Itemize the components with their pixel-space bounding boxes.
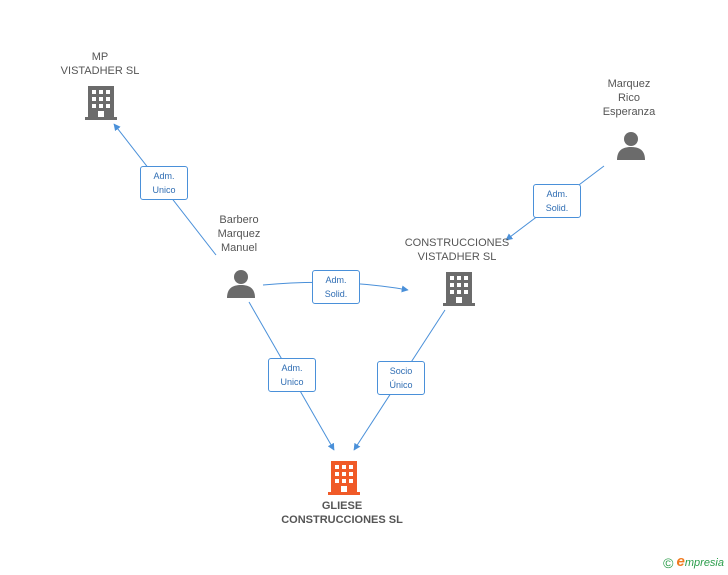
node-label-line: Esperanza	[602, 106, 656, 118]
node-label-gliese[interactable]: GLIESE CONSTRUCCIONES SL	[262, 499, 422, 527]
node-label-line: Marquez	[217, 228, 261, 240]
edge-label-line: Solid.	[324, 289, 348, 299]
node-label-construcciones-vistadher[interactable]: CONSTRUCCIONES VISTADHER SL	[392, 236, 522, 264]
edge-label-line: Socio	[389, 366, 413, 376]
edge-label-line: Unico	[152, 185, 176, 195]
edge-label-line: Adm.	[546, 189, 568, 199]
edge-label-line: Adm.	[325, 275, 347, 285]
edge-label-line: Adm.	[281, 363, 303, 373]
edge-label-barbero-to-gliese: Adm. Unico	[268, 358, 316, 392]
edge-label-line: Adm.	[153, 171, 175, 181]
node-label-line: Barbero	[219, 214, 259, 226]
node-label-line: GLIESE	[321, 500, 363, 512]
node-label-line: CONSTRUCCIONES SL	[281, 514, 403, 526]
main-company-building-icon[interactable]	[328, 459, 360, 495]
edge-label-line: Unico	[280, 377, 304, 387]
edge-label-barbero-to-construcciones: Adm. Solid.	[312, 270, 360, 304]
person-icon[interactable]	[226, 268, 256, 298]
node-label-mp-vistadher[interactable]: MP VISTADHER SL	[40, 50, 160, 78]
brand-rest: mpresia	[684, 556, 724, 569]
edge-label-line: Único	[389, 380, 413, 390]
edge-label-line: Solid.	[545, 203, 569, 213]
node-label-marquez-rico-esperanza[interactable]: Marquez Rico Esperanza	[579, 77, 679, 119]
company-building-icon[interactable]	[85, 84, 117, 120]
node-label-line: Rico	[617, 92, 640, 104]
brand-e: e	[676, 552, 685, 570]
node-label-line: VISTADHER SL	[417, 251, 497, 263]
node-label-line: CONSTRUCCIONES	[404, 237, 510, 249]
edge-label-construcciones-to-gliese: Socio Único	[377, 361, 425, 395]
node-label-line: Manuel	[220, 242, 258, 254]
node-label-line: MP	[91, 51, 109, 63]
company-building-icon[interactable]	[443, 270, 475, 306]
node-label-barbero-marquez-manuel[interactable]: Barbero Marquez Manuel	[189, 213, 289, 255]
node-label-line: Marquez	[607, 78, 651, 90]
edge-label-marquez-to-construcciones: Adm. Solid.	[533, 184, 581, 218]
edge-label-barbero-to-mp: Adm. Unico	[140, 166, 188, 200]
node-label-line: VISTADHER SL	[60, 65, 140, 77]
person-icon[interactable]	[616, 130, 646, 160]
empresia-brand-logo: © empresia	[663, 553, 724, 571]
copyright-icon: ©	[663, 555, 674, 571]
